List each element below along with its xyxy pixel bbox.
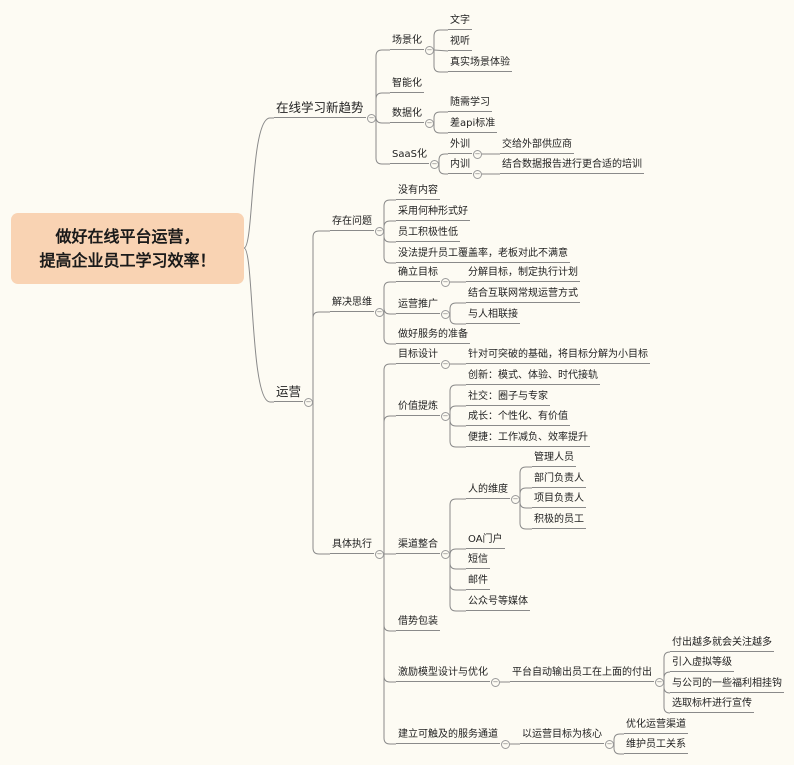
node-saas-in-detail[interactable]: 结合数据报告进行更合适的培训 xyxy=(500,158,644,174)
node-problem-2[interactable]: 采用何种形式好 xyxy=(396,205,470,221)
node-problem-1[interactable]: 没有内容 xyxy=(396,184,440,200)
node-incentive-1[interactable]: 付出越多就会关注越多 xyxy=(670,636,774,652)
node-thinking[interactable]: 解决思维 xyxy=(330,296,374,312)
node-people-2[interactable]: 部门负责人 xyxy=(532,472,586,488)
node-promo-2[interactable]: 与人相联接 xyxy=(466,308,520,324)
node-problems-toggle[interactable]: − xyxy=(375,227,384,236)
node-saas-out-toggle[interactable]: − xyxy=(473,150,482,159)
node-goal-toggle[interactable]: − xyxy=(441,278,450,287)
node-data-anytime[interactable]: 随需学习 xyxy=(448,96,492,112)
node-value-3[interactable]: 成长：个性化、有价值 xyxy=(466,410,570,426)
node-incentive-3[interactable]: 与公司的一些福利相挂钩 xyxy=(670,677,784,693)
node-value-4[interactable]: 便捷：工作减负、效率提升 xyxy=(466,431,590,447)
node-target-toggle[interactable]: − xyxy=(441,360,450,369)
node-channel[interactable]: 渠道整合 xyxy=(396,538,440,554)
node-problem-3[interactable]: 员工积极性低 xyxy=(396,226,460,242)
node-saas[interactable]: SaaS化 xyxy=(390,148,429,164)
node-incentive[interactable]: 激励模型设计与优化 xyxy=(396,666,490,682)
node-goal[interactable]: 确立目标 xyxy=(396,266,440,282)
branch-trend-toggle[interactable]: − xyxy=(367,114,376,123)
node-core-toggle[interactable]: − xyxy=(605,740,614,749)
node-value-1[interactable]: 创新：模式、体验、时代接轨 xyxy=(466,369,600,385)
root-topic-line-1: 做好在线平台运营， xyxy=(55,226,200,246)
node-data[interactable]: 数据化 xyxy=(390,107,424,123)
node-goal-detail[interactable]: 分解目标，制定执行计划 xyxy=(466,266,580,282)
node-incentive-toggle[interactable]: − xyxy=(491,678,500,687)
node-incentive-detail-toggle[interactable]: − xyxy=(655,678,664,687)
node-service-ready[interactable]: 做好服务的准备 xyxy=(396,328,470,344)
node-incentive-2[interactable]: 引入虚拟等级 xyxy=(670,656,734,672)
node-value[interactable]: 价值提炼 xyxy=(396,400,440,416)
node-mail[interactable]: 邮件 xyxy=(466,574,490,590)
node-problems[interactable]: 存在问题 xyxy=(330,215,374,231)
node-scene-real[interactable]: 真实场景体验 xyxy=(448,56,512,72)
node-data-toggle[interactable]: − xyxy=(425,119,434,128)
node-thinking-toggle[interactable]: − xyxy=(375,308,384,317)
node-core[interactable]: 以运营目标为核心 xyxy=(520,728,604,744)
node-incentive-4[interactable]: 选取标杆进行宣传 xyxy=(670,697,754,713)
node-people-3[interactable]: 项目负责人 xyxy=(532,492,586,508)
node-promo-toggle[interactable]: − xyxy=(441,310,450,319)
node-scene[interactable]: 场景化 xyxy=(390,34,424,50)
node-people-4[interactable]: 积极的员工 xyxy=(532,513,586,529)
node-channel-toggle[interactable]: − xyxy=(441,550,450,559)
node-saas-in-toggle[interactable]: − xyxy=(473,170,482,179)
node-execution-toggle[interactable]: − xyxy=(375,550,384,559)
node-smart[interactable]: 智能化 xyxy=(390,77,424,93)
root-topic[interactable]: 做好在线平台运营， 提高企业员工学习效率！ xyxy=(11,213,244,284)
node-value-2[interactable]: 社交：圈子与专家 xyxy=(466,390,550,406)
node-scene-video[interactable]: 视听 xyxy=(448,35,472,51)
node-saas-toggle[interactable]: − xyxy=(430,160,439,169)
node-oa[interactable]: OA门户 xyxy=(466,533,505,549)
branch-operations-toggle[interactable]: − xyxy=(304,398,313,407)
node-scene-text[interactable]: 文字 xyxy=(448,14,472,30)
node-people-toggle[interactable]: − xyxy=(511,495,520,504)
node-core-1[interactable]: 优化运营渠道 xyxy=(624,718,688,734)
node-promo-1[interactable]: 结合互联网常规运营方式 xyxy=(466,287,580,303)
branch-operations[interactable]: 运营 xyxy=(274,383,304,402)
node-service-channel-toggle[interactable]: − xyxy=(501,740,510,749)
root-topic-line-2: 提高企业员工学习效率！ xyxy=(39,250,216,270)
node-people[interactable]: 人的维度 xyxy=(466,483,510,499)
node-problem-4[interactable]: 没法提升员工覆盖率，老板对此不满意 xyxy=(396,247,570,263)
branch-trend[interactable]: 在线学习新趋势 xyxy=(274,99,366,118)
node-sms[interactable]: 短信 xyxy=(466,553,490,569)
node-people-1[interactable]: 管理人员 xyxy=(532,451,576,467)
node-promo[interactable]: 运营推广 xyxy=(396,298,440,314)
node-service-channel[interactable]: 建立可触及的服务通道 xyxy=(396,728,500,744)
node-target[interactable]: 目标设计 xyxy=(396,348,440,364)
node-packaging[interactable]: 借势包装 xyxy=(396,615,440,631)
node-execution[interactable]: 具体执行 xyxy=(330,538,374,554)
node-scene-toggle[interactable]: − xyxy=(425,46,434,55)
node-incentive-detail[interactable]: 平台自动输出员工在上面的付出 xyxy=(510,666,654,682)
node-wechat[interactable]: 公众号等媒体 xyxy=(466,595,530,611)
node-data-api[interactable]: 差api标准 xyxy=(448,117,498,133)
node-saas-out[interactable]: 外训 xyxy=(448,138,472,154)
node-core-2[interactable]: 维护员工关系 xyxy=(624,738,688,754)
node-target-detail[interactable]: 针对可突破的基础，将目标分解为小目标 xyxy=(466,348,650,364)
node-saas-out-detail[interactable]: 交给外部供应商 xyxy=(500,138,574,154)
node-value-toggle[interactable]: − xyxy=(441,412,450,421)
node-saas-in[interactable]: 内训 xyxy=(448,158,472,174)
